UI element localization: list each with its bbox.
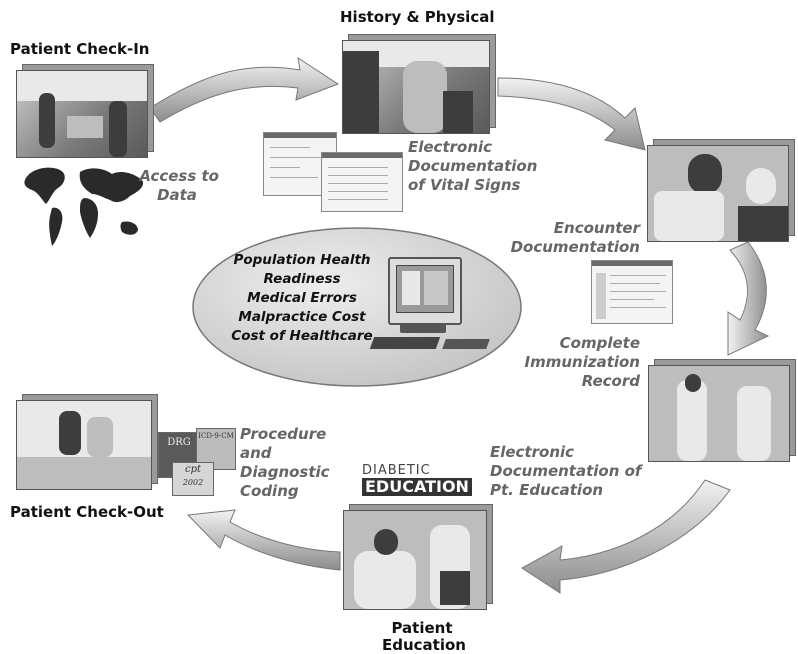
- arrow-checkin-to-history: [149, 56, 340, 123]
- annotation-pt-education: Electronic Documentation of Pt. Educatio…: [490, 443, 641, 500]
- annotation-access-line1: Access to: [139, 167, 219, 185]
- immunization-photo: [648, 365, 790, 462]
- center-item-cost-of-healthcare: Cost of Healthcare: [231, 328, 373, 344]
- monitor-base: [400, 323, 446, 333]
- vitals-screen-2: [321, 152, 403, 212]
- annotation-immunization-line3: Record: [581, 372, 640, 390]
- cpt-book: cpt 2002: [172, 462, 214, 496]
- stage-title-education-line1: Patient: [391, 619, 453, 637]
- cpt-label: cpt: [184, 464, 202, 475]
- annotation-coding-line3: Diagnostic: [240, 463, 330, 481]
- center-item-malpractice-cost: Malpractice Cost: [238, 309, 366, 325]
- vitals-screen-1: [263, 132, 337, 196]
- annotation-pt-education-line2: Documentation of: [490, 462, 642, 480]
- encounter-photo: [647, 145, 789, 242]
- computer-monitor-icon: [388, 257, 462, 325]
- annotation-access-line2: Data: [157, 186, 197, 204]
- annotation-coding-line4: Coding: [240, 482, 299, 500]
- icd-label: ICD-9-CM: [198, 432, 234, 440]
- drg-label: DRG: [167, 437, 191, 448]
- annotation-pt-education-line3: Pt. Education: [490, 481, 604, 499]
- arrow-history-to-encounter: [497, 77, 646, 151]
- annotation-access-to-data: Access to Data: [135, 167, 219, 205]
- stage-title-check-out: Patient Check-Out: [10, 503, 164, 521]
- check-in-photo: [16, 70, 148, 158]
- annotation-vitals-line1: Electronic: [408, 138, 493, 156]
- annotation-coding-line2: and: [240, 444, 272, 462]
- history-physical-photo: [342, 40, 490, 134]
- center-item-population-health: Population Health: [233, 252, 371, 268]
- annotation-coding: Procedure and Diagnostic Coding: [240, 425, 330, 501]
- annotation-vitals-line2: Documentation: [408, 157, 538, 175]
- annotation-encounter-line2: Documentation: [510, 238, 640, 256]
- diabetic-logo-line2: EDUCATION: [362, 478, 472, 496]
- center-item-medical-errors: Medical Errors: [247, 290, 357, 306]
- annotation-immunization: Complete Immunization Record: [520, 334, 641, 391]
- annotation-coding-line1: Procedure: [240, 425, 327, 443]
- annotation-immunization-line2: Immunization: [524, 353, 641, 371]
- center-item-readiness: Readiness: [263, 271, 341, 287]
- stage-title-check-in: Patient Check-In: [10, 40, 150, 58]
- annotation-vital-signs: Electronic Documentation of Vital Signs: [408, 138, 537, 195]
- annotation-immunization-line1: Complete: [559, 334, 640, 352]
- annotation-encounter: Encounter Documentation: [500, 219, 640, 257]
- annotation-encounter-line1: Encounter: [553, 219, 640, 237]
- arrow-education-to-checkout: [186, 509, 341, 571]
- diabetic-education-logo: DIABETIC EDUCATION: [362, 463, 472, 496]
- stage-title-history: History & Physical: [340, 8, 495, 26]
- stage-title-education: Patient Education: [382, 619, 466, 654]
- encounter-document: [591, 260, 673, 324]
- arrow-encounter-to-immunization: [727, 241, 770, 356]
- mousepad-icon: [442, 339, 490, 349]
- world-map-icon: [24, 167, 144, 246]
- patient-education-photo: [343, 510, 487, 610]
- cpt-year-label: 2002: [182, 478, 204, 487]
- annotation-vitals-line3: of Vital Signs: [408, 176, 521, 194]
- diabetic-logo-line1: DIABETIC: [362, 463, 431, 478]
- check-out-photo: [16, 400, 152, 490]
- annotation-pt-education-line1: Electronic: [490, 443, 575, 461]
- center-topics-list: Population Health Readiness Medical Erro…: [222, 251, 382, 346]
- arrow-immunization-to-education: [521, 479, 731, 594]
- stage-title-education-line2: Education: [382, 636, 466, 654]
